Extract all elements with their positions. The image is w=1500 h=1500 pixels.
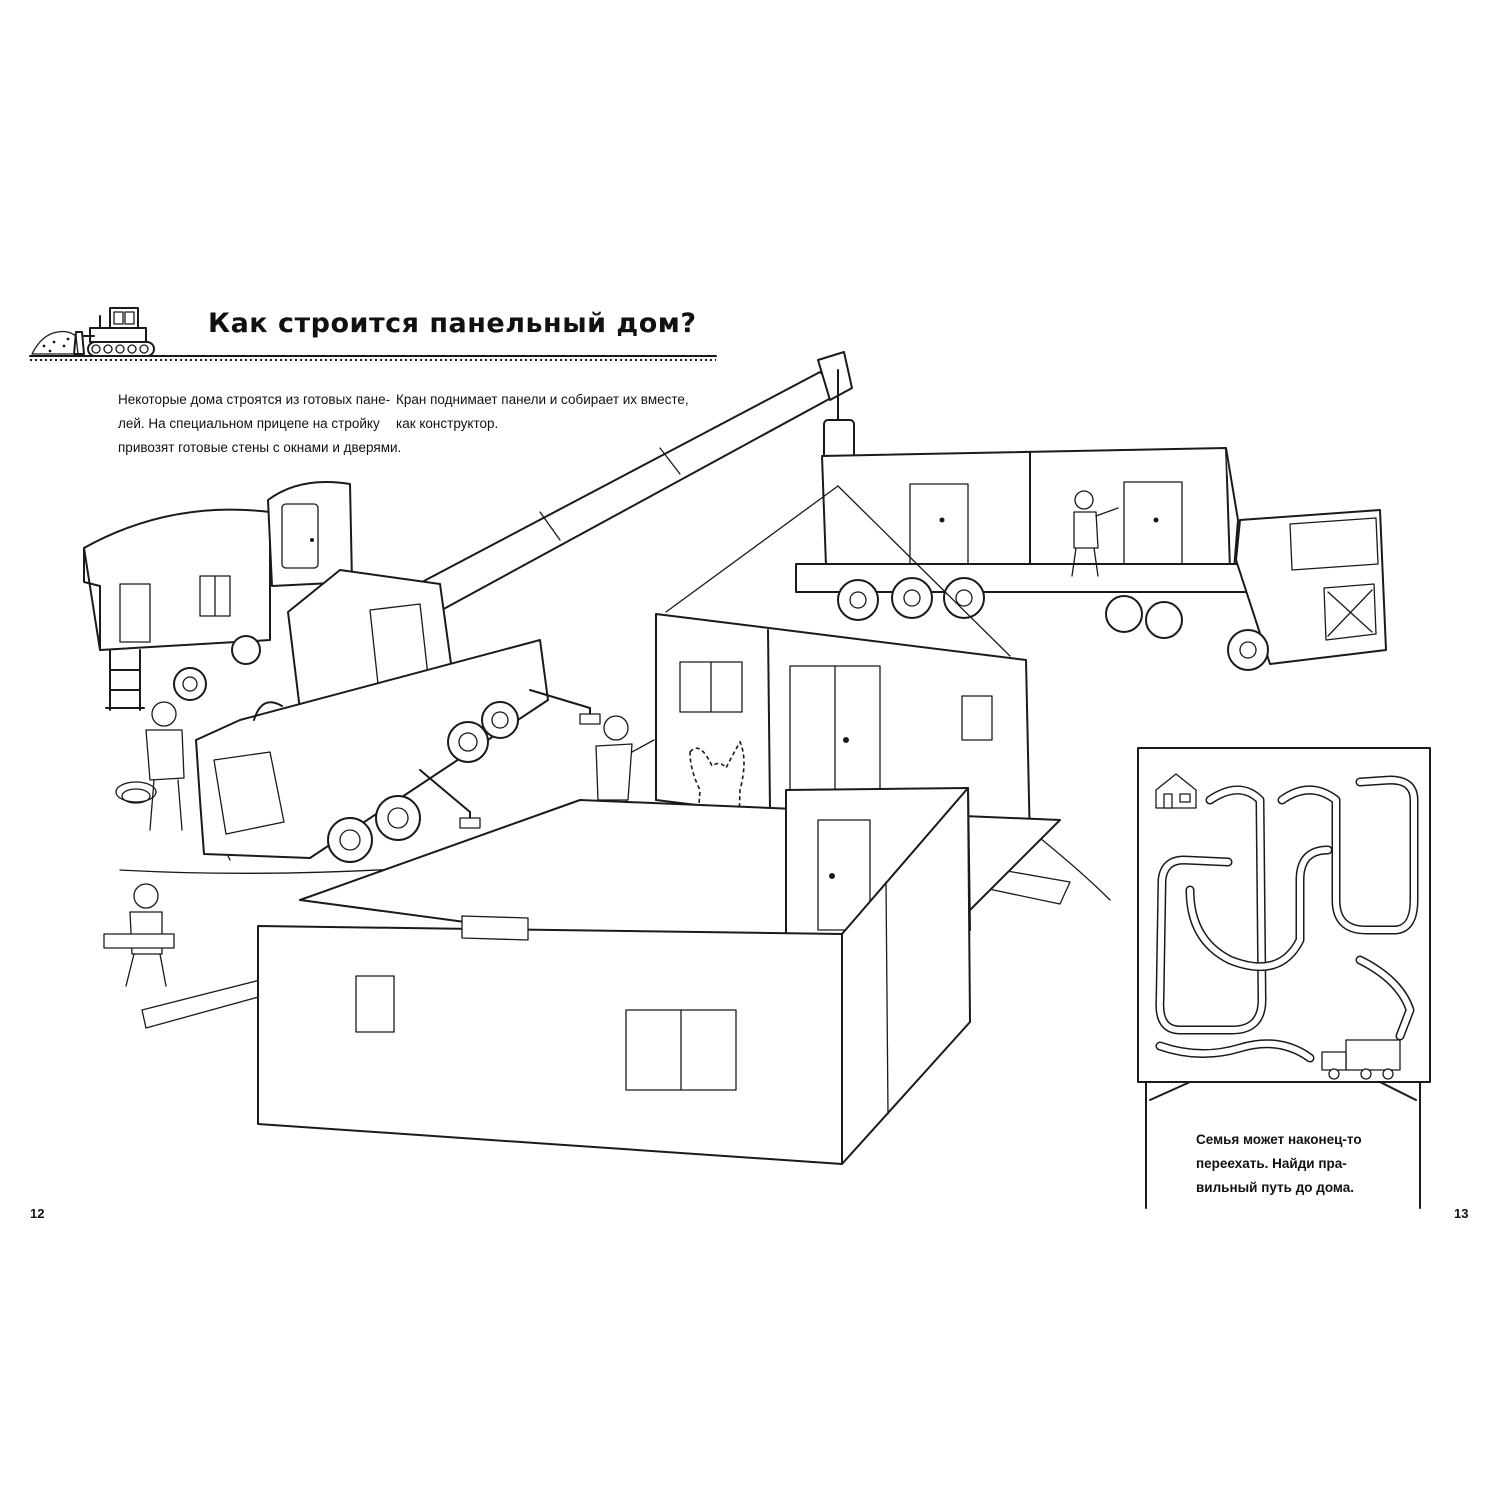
intro-paragraph-left: Некоторые дома строятся из готовых пане-…	[118, 388, 401, 460]
house-icon	[1155, 773, 1197, 809]
intro-left-line: Некоторые дома строятся из готовых пане-	[118, 392, 391, 407]
intro-left-line: привозят готовые стены с окнами и дверям…	[118, 440, 402, 455]
maze-paths	[1155, 775, 1419, 1063]
mobile-crane-truck	[195, 351, 855, 863]
maze-caption-line: вильный путь до дома.	[1196, 1180, 1354, 1195]
maze-caption: Семья может наконец-то переехать. Найди …	[1196, 1128, 1362, 1200]
house-under-construction	[257, 787, 1061, 1165]
title-block: Как строится панельный дом?	[28, 296, 720, 368]
page-number-right: 13	[1454, 1206, 1469, 1221]
truck-icon	[1321, 1039, 1401, 1080]
site-trailer	[83, 508, 271, 711]
maze-caption-line: Семья может наконец-то	[1196, 1132, 1362, 1147]
page-number-left: 12	[30, 1206, 45, 1221]
intro-right-line: как конструктор.	[396, 416, 499, 431]
bulldozer-icon	[29, 307, 717, 361]
crane-operator-cabin	[267, 481, 353, 587]
intro-left-line: лей. На специальном прицепе на стройку	[118, 416, 380, 431]
maze-caption-line: переехать. Найди пра-	[1196, 1156, 1347, 1171]
intro-right-line: Кран поднимает панели и собирает их вмес…	[396, 392, 689, 407]
intro-paragraph-right: Кран поднимает панели и собирает их вмес…	[396, 388, 689, 436]
worker-carrying-plank	[103, 883, 175, 987]
panel-delivery-truck	[795, 447, 1387, 671]
worker-with-cable	[115, 701, 185, 831]
page-title: Как строится панельный дом?	[208, 308, 697, 339]
maze-billboard	[1137, 747, 1431, 1209]
ground-planks	[141, 979, 263, 1029]
